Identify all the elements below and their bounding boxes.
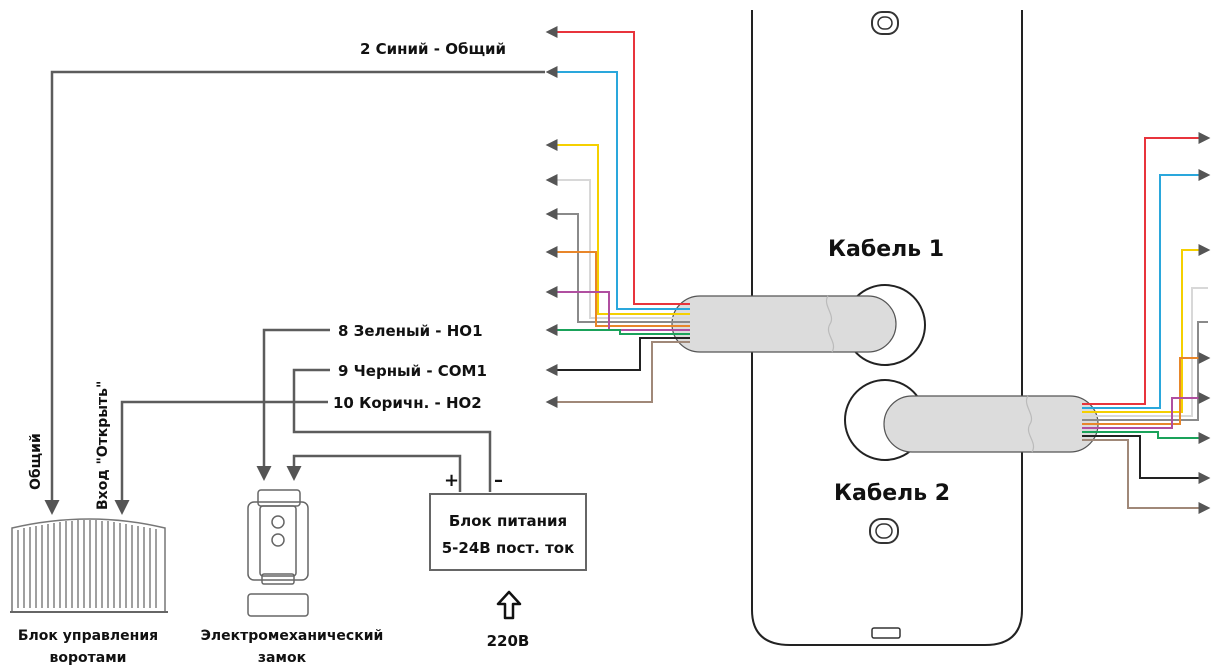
wire-purple-2 (1082, 392, 1211, 429)
wire-yellow (545, 139, 690, 315)
wire-orange-2 (1082, 352, 1211, 425)
wire-black-2 (1082, 435, 1211, 484)
mains-up-arrow-icon (496, 590, 522, 620)
label-common-wire: 2 Синий - Общий (360, 40, 506, 58)
wire-red (545, 26, 690, 305)
label-cable-2: Кабель 2 (834, 481, 950, 506)
label-power-minus: – (494, 470, 503, 491)
cable-1 (671, 284, 926, 366)
cable-1-wires (545, 26, 690, 408)
wire-black (545, 337, 690, 376)
label-mains: 220В (487, 632, 530, 650)
label-psu-title: Блок питания (449, 512, 567, 530)
wire-blue (545, 66, 690, 310)
label-lock-title: Электромеханический (201, 628, 384, 644)
wire-white (545, 174, 690, 319)
wire-white-2 (1082, 287, 1208, 417)
label-no2-wire: 10 Коричн. - НО2 (333, 394, 482, 412)
label-lock-subtitle: замок (258, 650, 307, 665)
wire-green-2 (1082, 431, 1211, 444)
label-power-plus: + (444, 470, 459, 491)
wire-red-2 (1082, 132, 1211, 405)
mount-hole-bottom (869, 518, 899, 544)
label-psu-spec: 5-24В пост. ток (442, 539, 575, 557)
line-no1 (256, 328, 330, 481)
reader-device (751, 10, 1023, 646)
label-gate-title: Блок управления (18, 628, 158, 644)
electromechanical-lock (247, 489, 309, 617)
wire-gray-2 (1082, 321, 1208, 421)
label-no1-wire: 8 Зеленый - НО1 (338, 322, 483, 340)
wire-purple (545, 286, 690, 331)
wire-green (545, 324, 690, 336)
wire-gray (545, 208, 690, 323)
gate-control-unit (10, 518, 168, 613)
wire-brown-2 (1082, 439, 1211, 514)
label-cable-1: Кабель 1 (828, 237, 944, 262)
label-com1-wire: 9 Черный - COM1 (338, 362, 487, 380)
cable-2-wires (1082, 132, 1211, 514)
label-gate-subtitle: воротами (50, 650, 127, 665)
line-lock-plus (286, 454, 462, 492)
wire-orange (545, 246, 690, 327)
line-com1 (292, 368, 492, 492)
power-supply (429, 493, 587, 571)
line-no2 (114, 400, 328, 515)
connection-lines (44, 70, 545, 515)
line-common (44, 70, 545, 515)
label-gate-common: Общий (28, 433, 44, 490)
bottom-slot (871, 627, 901, 639)
cable-2 (844, 379, 1099, 461)
wire-yellow-2 (1082, 244, 1211, 413)
label-gate-open-input: Вход "Открыть" (95, 381, 111, 510)
mount-hole-top (871, 11, 899, 35)
wire-brown (545, 341, 690, 408)
wire-blue-2 (1082, 169, 1211, 409)
